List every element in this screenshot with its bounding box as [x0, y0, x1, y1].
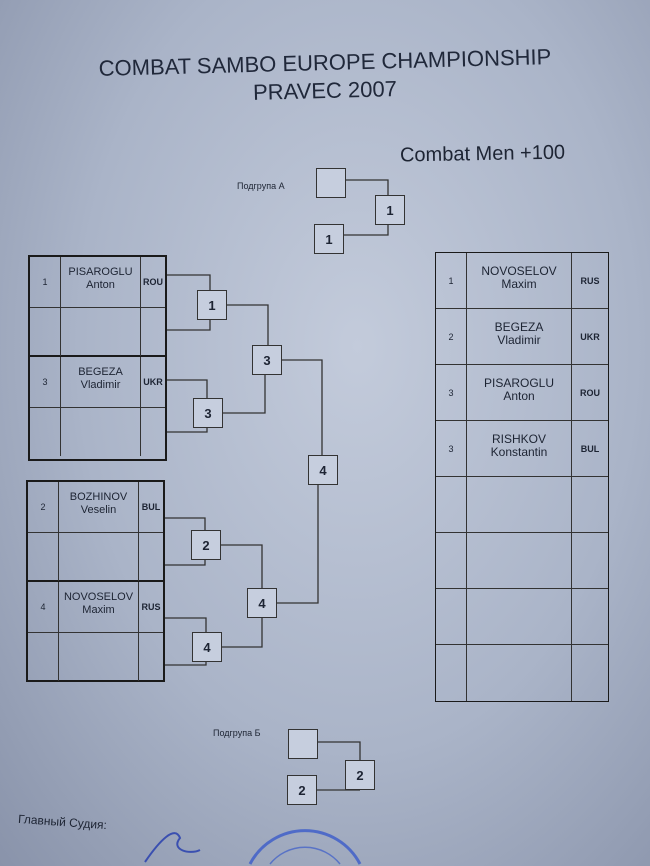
country: BUL — [580, 443, 600, 454]
bracket-box-r2: 4 — [247, 588, 277, 618]
first-name: Maxim — [501, 277, 537, 291]
place: 3 — [436, 365, 467, 420]
surname: NOVOSELOV — [63, 591, 134, 603]
bracket-box-final: 4 — [308, 455, 338, 485]
empty-row — [436, 645, 608, 701]
surname: PISAROGLU — [68, 266, 133, 278]
official-stamp — [248, 829, 362, 865]
seed: 3 — [30, 357, 61, 407]
country: UKR — [580, 331, 600, 342]
subgroup-b-box: 2 — [287, 775, 317, 805]
first-name: Maxim — [82, 604, 115, 616]
subgroup-a-label: Подгрупа А — [237, 181, 285, 191]
country: ROU — [143, 277, 163, 287]
country: BUL — [141, 502, 161, 512]
place: 2 — [436, 309, 467, 364]
first-name: Konstantin — [490, 445, 548, 459]
first-name: Vladimir — [497, 333, 541, 347]
bracket-box-r1: 4 — [192, 632, 222, 662]
surname: NOVOSELOV — [481, 264, 557, 278]
signature — [144, 832, 201, 863]
subgroup-a-box: 1 — [375, 195, 405, 225]
surname: BEGEZA — [78, 366, 123, 378]
country: RUS — [580, 275, 600, 286]
empty-row — [436, 589, 608, 645]
place: 3 — [436, 421, 467, 476]
empty-row — [436, 477, 608, 533]
first-name: Veselin — [80, 504, 117, 516]
country: RUS — [141, 602, 161, 612]
first-name: Anton — [86, 279, 115, 291]
subgroup-b-box — [288, 729, 318, 759]
seed: 4 — [28, 582, 59, 632]
subgroup-a-box — [316, 168, 346, 198]
country: UKR — [143, 377, 163, 387]
first-name: Anton — [503, 389, 535, 403]
country: ROU — [580, 387, 600, 398]
seed: 1 — [30, 257, 61, 307]
surname: RISHKOV — [491, 432, 546, 446]
empty-row — [436, 533, 608, 589]
place: 1 — [436, 253, 467, 308]
surname: BOZHINOV — [69, 491, 128, 503]
seed: 2 — [28, 482, 59, 532]
bracket-box-r1: 2 — [191, 530, 221, 560]
surname: PISAROGLU — [483, 376, 555, 390]
bracket-box-r1: 1 — [197, 290, 227, 320]
bracket-box-r1: 3 — [193, 398, 223, 428]
surname: BEGEZA — [494, 320, 544, 334]
first-name: Vladimir — [80, 379, 121, 391]
subgroup-a-box: 1 — [314, 224, 344, 254]
bracket-box-r2: 3 — [252, 345, 282, 375]
subgroup-b-box: 2 — [345, 760, 375, 790]
subgroup-b-label: Подгрупа Б — [213, 728, 261, 738]
